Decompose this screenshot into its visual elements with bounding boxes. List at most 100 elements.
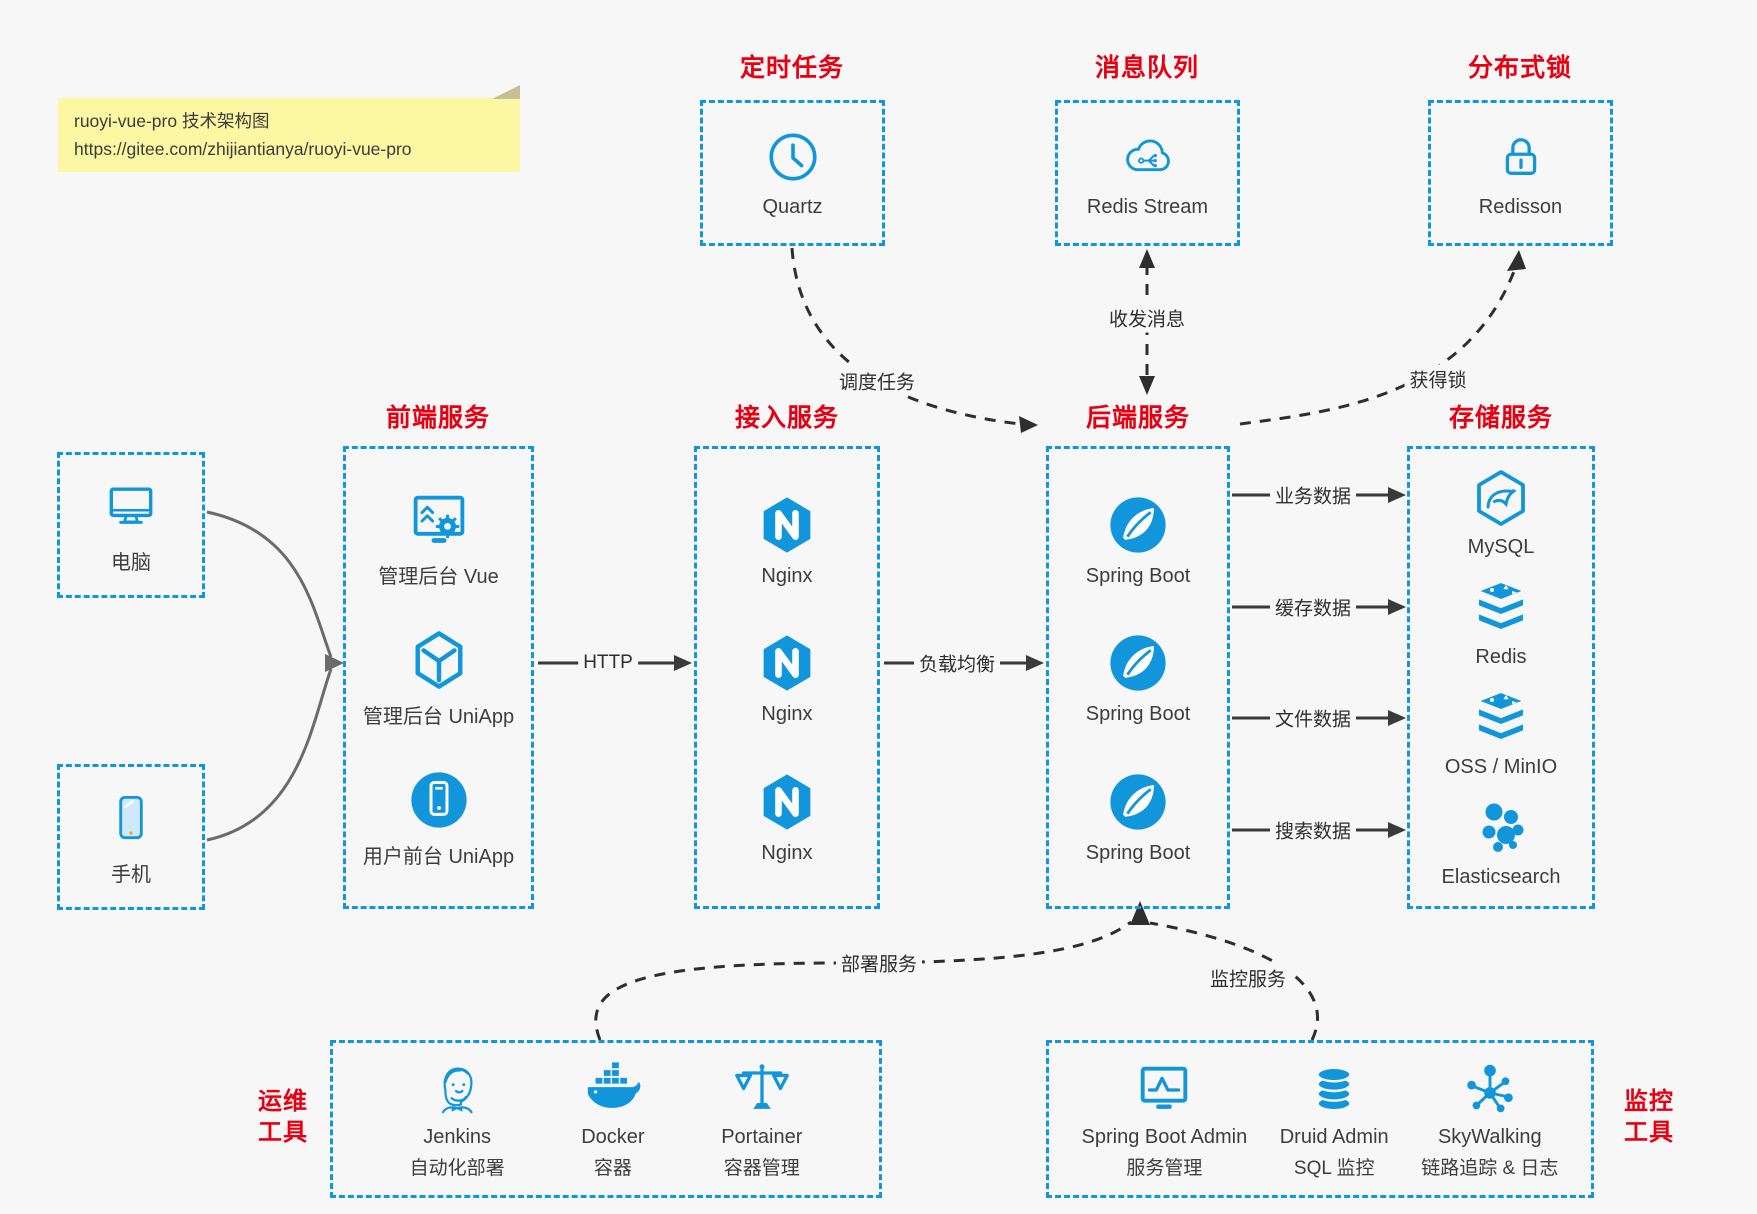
database-icon <box>1303 1058 1365 1120</box>
edge-label-file-data: 文件数据 <box>1269 703 1357 733</box>
jenkins-icon <box>426 1058 488 1120</box>
quartz-label: Quartz <box>762 195 823 218</box>
storage-box: MySQL Redis OSS / MinIO Elasticsearch <box>1407 446 1595 909</box>
clock-icon <box>764 128 822 186</box>
computer-label: 电脑 <box>111 551 151 574</box>
computer-to-frontend-curve <box>206 510 333 658</box>
ops-tools-title: 运维 工具 <box>242 1086 324 1148</box>
jenkins-sublabel: 自动化部署 <box>409 1158 505 1179</box>
elasticsearch-item: Elasticsearch <box>1442 796 1560 889</box>
sticky-note: ruoyi-vue-pro 技术架构图 https://gitee.com/zh… <box>58 85 520 172</box>
elasticsearch-icon <box>1469 796 1533 860</box>
redis-stream-label: Redis Stream <box>1086 195 1209 218</box>
desktop-icon <box>101 476 161 536</box>
mysql-icon <box>1469 466 1533 530</box>
schedule-arrowhead <box>1019 416 1038 433</box>
docker-label: Docker <box>581 1126 645 1148</box>
monitor-tools-box: Spring Boot Admin 服务管理 Druid Admin SQL 监… <box>1046 1040 1594 1198</box>
nginx-label-3: Nginx <box>761 841 813 864</box>
lock-icon <box>1492 128 1550 186</box>
group-title-message-queue: 消息队列 <box>1094 54 1200 82</box>
nginx-item-3: Nginx <box>753 768 821 865</box>
spring-boot-label-3: Spring Boot <box>1085 841 1191 864</box>
monitor-tools-title: 监控 工具 <box>1608 1086 1690 1148</box>
oss-minio-item: OSS / MinIO <box>1445 686 1557 779</box>
edge-label-search-data: 搜索数据 <box>1269 815 1357 845</box>
redis-item: Redis <box>1469 576 1533 669</box>
topology-icon <box>1459 1058 1521 1120</box>
admin-uniapp-item: 管理后台 UniApp <box>363 626 514 729</box>
backend-bottom-arrowhead <box>1130 901 1150 925</box>
mysql-item: MySQL <box>1467 466 1535 559</box>
redisson-label: Redisson <box>1478 195 1563 218</box>
nginx-item-1: Nginx <box>753 491 821 588</box>
ops-tools-box: Jenkins 自动化部署 Docker 容器 Portainer 容器管理 <box>330 1040 882 1198</box>
spring-boot-label-2: Spring Boot <box>1085 703 1191 725</box>
edge-label-send-receive-message: 收发消息 <box>1103 303 1191 333</box>
edge-label-monitor-service: 监控服务 <box>1204 963 1292 993</box>
spring-boot-item-1: Spring Boot <box>1086 491 1190 588</box>
acquire-lock-curve <box>1239 265 1518 426</box>
phone-label: 手机 <box>111 863 151 886</box>
redis-stream-box: Redis Stream <box>1055 100 1240 246</box>
nginx-label-2: Nginx <box>761 703 813 725</box>
spring-boot-admin-sublabel: 服务管理 <box>1126 1158 1203 1179</box>
cube-icon <box>405 626 473 694</box>
group-title-backend: 后端服务 <box>1085 404 1191 432</box>
spring-boot-icon <box>1104 768 1172 836</box>
nginx-item-2: Nginx <box>753 629 821 726</box>
quartz-box: Quartz <box>700 100 885 246</box>
redisson-box: Redisson <box>1428 100 1613 246</box>
http-arrowhead <box>674 655 692 671</box>
portainer-sublabel: 容器管理 <box>723 1158 800 1179</box>
gateway-box: Nginx Nginx Nginx <box>694 446 880 909</box>
message-down-arrowhead <box>1139 376 1155 395</box>
group-title-frontend: 前端服务 <box>385 404 491 432</box>
scales-icon <box>731 1058 793 1120</box>
data-arrowheads <box>1388 487 1406 838</box>
user-uniapp-label: 用户前台 UniApp <box>362 846 515 868</box>
nginx-label-1: Nginx <box>761 564 813 587</box>
ops-title-line2: 工具 <box>258 1119 308 1147</box>
phone-box: 手机 <box>57 764 205 910</box>
docker-sublabel: 容器 <box>593 1158 632 1179</box>
spring-boot-admin-item: Spring Boot Admin 服务管理 <box>1081 1058 1248 1180</box>
cloud-network-icon <box>1119 128 1177 186</box>
group-title-scheduled-tasks: 定时任务 <box>739 54 845 82</box>
edge-label-schedule-task: 调度任务 <box>833 366 921 396</box>
frontend-box: 管理后台 Vue 管理后台 UniApp 用户前台 UniApp <box>343 446 534 909</box>
jenkins-label: Jenkins <box>423 1126 492 1148</box>
frontend-arrowhead <box>325 654 344 672</box>
redis-label: Redis <box>1475 646 1527 668</box>
edge-label-business-data: 业务数据 <box>1269 480 1357 510</box>
redis-stack-icon <box>1469 576 1533 640</box>
monitor-title-line1: 监控 <box>1624 1088 1674 1115</box>
group-title-distributed-lock: 分布式锁 <box>1467 54 1573 82</box>
edge-label-acquire-lock: 获得锁 <box>1404 364 1472 394</box>
monitor-title-line2: 工具 <box>1624 1119 1674 1147</box>
spring-boot-icon <box>1104 491 1172 559</box>
portainer-label: Portainer <box>721 1126 803 1148</box>
skywalking-item: SkyWalking 链路追踪 & 日志 <box>1421 1058 1558 1180</box>
docker-item: Docker 容器 <box>581 1058 645 1180</box>
nginx-icon <box>753 629 821 697</box>
smartphone-icon <box>101 788 161 848</box>
note-title: ruoyi-vue-pro 技术架构图 <box>74 111 270 131</box>
edge-label-load-balance: 负载均衡 <box>913 648 1001 678</box>
spring-boot-admin-label: Spring Boot Admin <box>1081 1126 1248 1148</box>
edge-label-deploy-service: 部署服务 <box>835 948 923 978</box>
skywalking-label: SkyWalking <box>1437 1126 1542 1148</box>
admin-uniapp-label: 管理后台 UniApp <box>362 706 515 728</box>
schedule-task-curve <box>790 247 1021 426</box>
data-lines <box>1232 493 1390 832</box>
spring-boot-item-3: Spring Boot <box>1085 768 1191 865</box>
portainer-item: Portainer 容器管理 <box>721 1058 802 1180</box>
mysql-label: MySQL <box>1467 536 1535 558</box>
jenkins-item: Jenkins 自动化部署 <box>410 1058 505 1180</box>
admin-vue-item: 管理后台 Vue <box>378 486 499 589</box>
skywalking-sublabel: 链路追踪 & 日志 <box>1421 1158 1559 1179</box>
admin-vue-label: 管理后台 Vue <box>378 566 499 588</box>
monitor-chart-icon <box>1133 1058 1195 1120</box>
